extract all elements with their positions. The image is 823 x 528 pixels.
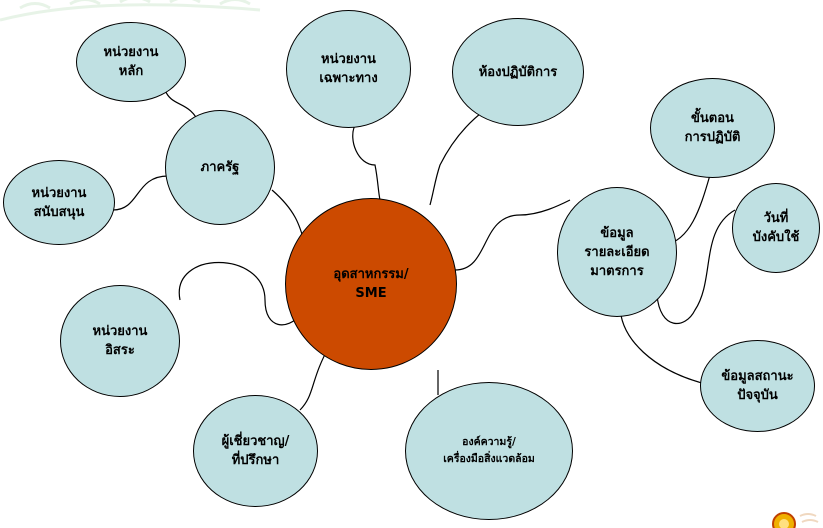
node-effective-date: วันที่ บังคับใช้ <box>732 183 820 273</box>
node-government: ภาครัฐ <box>165 110 275 225</box>
node-independent-units: หน่วยงาน อิสระ <box>60 285 180 397</box>
connector-support-units <box>112 175 169 211</box>
node-laboratory: ห้องปฏิบัติการ <box>452 18 584 126</box>
node-support-units-label: หน่วยงาน สนับสนุน <box>31 185 87 220</box>
node-support-units: หน่วยงาน สนับสนุน <box>3 160 115 245</box>
node-government-label: ภาครัฐ <box>200 160 240 175</box>
node-current-status-label: ข้อมูลสถานะ ปัจจุบัน <box>721 369 794 403</box>
node-laboratory-label: ห้องปฏิบัติการ <box>478 64 558 80</box>
node-center-label: อุดสาหกรรม/ SME <box>333 267 409 301</box>
node-procedures-label: ขั้นตอน การปฏิบัติ <box>684 111 741 145</box>
node-experts: ผู้เชี่ยวชาญ/ ที่ปรึกษา <box>193 395 318 507</box>
node-center-industry: อุดสาหกรรม/ SME <box>285 198 457 370</box>
connector-effective-date <box>656 209 736 325</box>
node-specialized-units-label: หน่วยงาน เฉพาะทาง <box>319 52 378 86</box>
node-main-units-label: หน่วยงาน หลัก <box>103 45 159 79</box>
node-measure-details-label: ข้อมูล รายละเอียด มาตรการ <box>584 225 650 279</box>
connector-laboratory <box>429 109 486 206</box>
connector-independent <box>178 261 301 326</box>
emblem-logo <box>770 500 823 528</box>
node-independent-units-label: หน่วยงาน อิสระ <box>92 324 148 358</box>
node-experts-label: ผู้เชี่ยวชาญ/ ที่ปรึกษา <box>221 434 290 468</box>
connector-measure <box>454 199 571 271</box>
leaf-watermark <box>0 0 261 22</box>
node-procedures: ขั้นตอน การปฏิบัติ <box>650 78 775 178</box>
node-specialized-units: หน่วยงาน เฉพาะทาง <box>286 10 411 128</box>
node-current-status: ข้อมูลสถานะ ปัจจุบัน <box>700 340 815 432</box>
node-knowledge-tools-label: องค์ความรู้/ เครื่องมือสิ่งแวดล้อม <box>443 436 535 465</box>
node-effective-date-label: วันที่ บังคับใช้ <box>752 211 800 245</box>
node-main-units: หน่วยงาน หลัก <box>76 22 186 102</box>
node-measure-details: ข้อมูล รายละเอียด มาตรการ <box>557 187 677 317</box>
connector-specialized <box>352 124 381 201</box>
node-knowledge-tools: องค์ความรู้/ เครื่องมือสิ่งแวดล้อม <box>405 382 573 520</box>
